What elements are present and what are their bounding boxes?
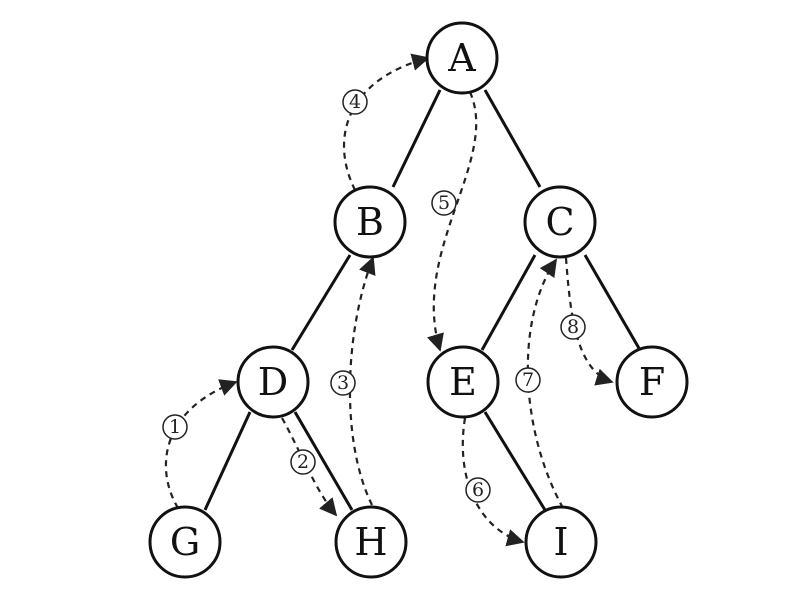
node-d: D [236, 345, 310, 419]
svg-text:D: D [258, 360, 288, 404]
svg-text:5: 5 [438, 192, 450, 214]
node-i: I [524, 505, 598, 579]
node-b: B [333, 185, 407, 259]
svg-text:A: A [447, 36, 476, 80]
node-h: H [334, 505, 408, 579]
node-g: G [148, 505, 222, 579]
svg-text:2: 2 [297, 451, 309, 473]
edge-a-c [483, 89, 542, 188]
step-label-3: 3 [330, 370, 356, 396]
step-label-6: 6 [465, 477, 491, 503]
svg-text:I: I [553, 520, 568, 564]
svg-text:H: H [354, 520, 387, 564]
step-label-1: 1 [162, 414, 188, 440]
edge-d-g [203, 411, 252, 511]
node-c: C [523, 185, 597, 259]
svg-text:C: C [545, 200, 574, 244]
tree-nodes: A B C D E F G H [148, 21, 689, 579]
step-label-5: 5 [431, 190, 457, 216]
svg-text:G: G [170, 520, 200, 564]
edge-e-i [483, 411, 547, 511]
step-labels: 1 2 3 4 5 6 7 8 [162, 89, 586, 503]
svg-text:E: E [449, 360, 477, 404]
thread-arrow-5 [427, 91, 478, 352]
node-a: A [425, 21, 499, 95]
edge-c-e [480, 254, 537, 351]
svg-text:4: 4 [349, 91, 361, 113]
step-label-4: 4 [342, 89, 368, 115]
svg-text:7: 7 [522, 369, 534, 391]
node-f: F [615, 345, 689, 419]
edge-c-f [583, 254, 642, 351]
svg-text:F: F [639, 360, 665, 404]
svg-text:6: 6 [472, 479, 484, 501]
svg-text:B: B [356, 200, 384, 244]
edge-a-b [391, 89, 442, 188]
svg-text:3: 3 [337, 372, 349, 394]
step-label-8: 8 [560, 314, 586, 340]
thread-arrows [164, 53, 614, 547]
step-label-7: 7 [515, 367, 541, 393]
svg-text:1: 1 [169, 416, 181, 438]
svg-text:8: 8 [567, 316, 579, 338]
step-label-2: 2 [290, 449, 316, 475]
edge-d-h [293, 411, 354, 511]
thread-arrow-4 [342, 53, 430, 191]
tree-edges [203, 89, 642, 511]
node-e: E [426, 345, 500, 419]
edge-b-d [290, 254, 352, 351]
thread-arrow-1 [164, 379, 238, 509]
